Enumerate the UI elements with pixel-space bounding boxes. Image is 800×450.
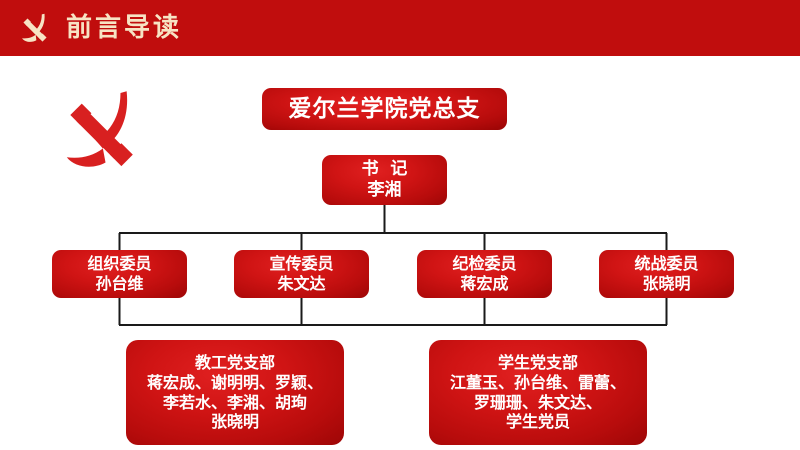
org-node-committee-name: 张晓明 bbox=[642, 274, 691, 293]
org-node-branch-members-line: 李若水、李湘、胡珣 bbox=[162, 392, 307, 412]
org-node-branch-title: 学生党支部 bbox=[497, 353, 578, 373]
org-node-root-label: 爱尔兰学院党总支 bbox=[288, 95, 481, 122]
org-node-branch-faculty[interactable]: 教工党支部 蒋宏成、谢明明、罗颖、 李若水、李湘、胡珣 张晓明 bbox=[126, 340, 344, 445]
org-node-committee-unitedfront[interactable]: 统战委员 张晓明 bbox=[599, 250, 734, 298]
org-node-committee-name: 蒋宏成 bbox=[460, 274, 509, 293]
hammer-and-sickle-icon bbox=[66, 91, 133, 167]
org-node-secretary-title: 书 记 bbox=[361, 159, 408, 180]
org-node-committee-publicity[interactable]: 宣传委员 朱文达 bbox=[234, 250, 369, 298]
org-node-root[interactable]: 爱尔兰学院党总支 bbox=[262, 88, 507, 130]
org-node-committee-name: 孙台维 bbox=[95, 274, 144, 293]
org-node-committee-title: 纪检委员 bbox=[452, 254, 517, 274]
org-node-committee-title: 宣传委员 bbox=[269, 254, 334, 274]
org-node-branch-members-line: 江董玉、孙台维、雷蕾、 bbox=[449, 372, 626, 392]
org-node-secretary[interactable]: 书 记 李湘 bbox=[322, 155, 447, 205]
org-node-branch-title: 教工党支部 bbox=[194, 353, 275, 373]
hammer-and-sickle-icon bbox=[22, 13, 47, 42]
org-node-committee-discipline[interactable]: 纪检委员 蒋宏成 bbox=[417, 250, 552, 298]
header-banner: 前言导读 bbox=[0, 0, 800, 56]
page-title: 前言导读 bbox=[66, 13, 183, 43]
org-node-committee-organization[interactable]: 组织委员 孙台维 bbox=[52, 250, 187, 298]
org-node-committee-name: 朱文达 bbox=[277, 274, 326, 293]
org-node-branch-members-line: 学生党员 bbox=[505, 412, 570, 432]
org-node-committee-title: 组织委员 bbox=[87, 254, 152, 274]
org-node-committee-title: 统战委员 bbox=[634, 254, 699, 274]
org-node-branch-members-line: 罗珊珊、朱文达、 bbox=[473, 392, 602, 412]
org-node-branch-student[interactable]: 学生党支部 江董玉、孙台维、雷蕾、 罗珊珊、朱文达、 学生党员 bbox=[429, 340, 647, 445]
org-node-branch-members-line: 蒋宏成、谢明明、罗颖、 bbox=[146, 372, 323, 392]
org-node-secretary-name: 李湘 bbox=[367, 180, 402, 200]
org-node-branch-members-line: 张晓明 bbox=[210, 412, 259, 432]
